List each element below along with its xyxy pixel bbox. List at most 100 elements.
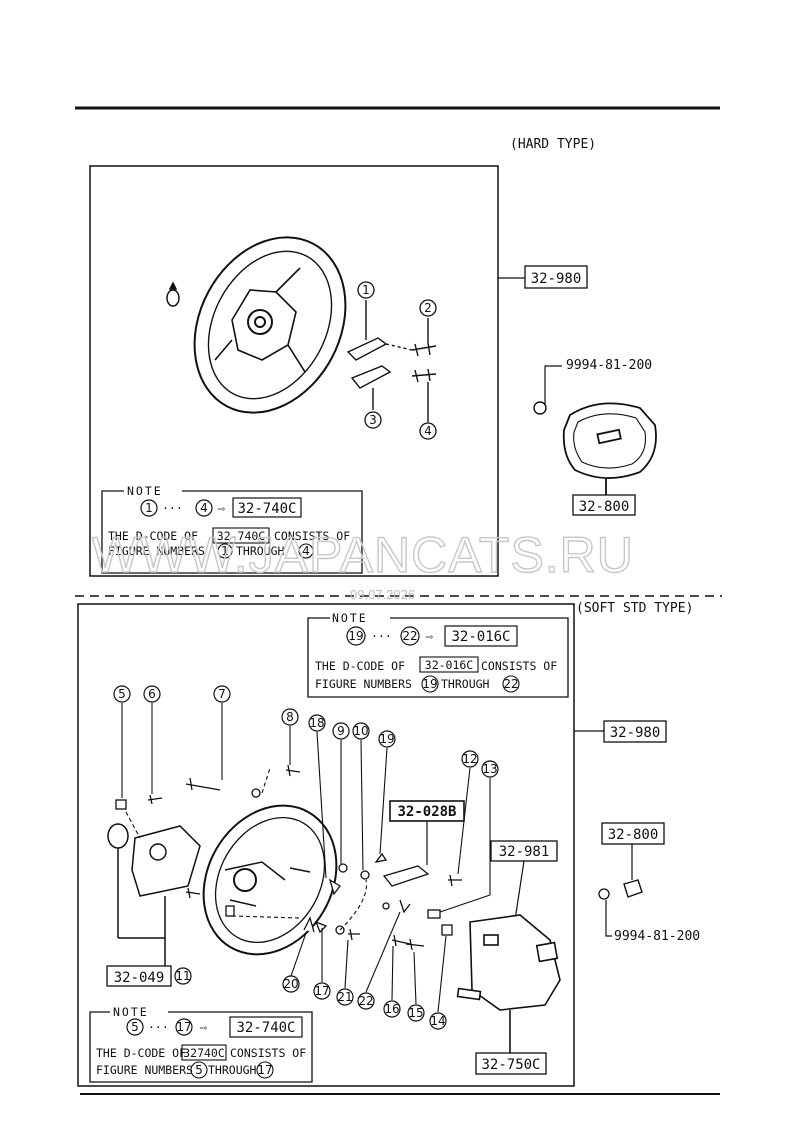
svg-text:15: 15 [408,1006,423,1020]
svg-text:⇨: ⇨ [218,501,225,515]
svg-text:1: 1 [145,501,153,515]
svg-text:⇨: ⇨ [426,629,433,643]
svg-text:20: 20 [283,977,298,991]
note-box-hard: NOTE 1 ··· 4 ⇨ 32-740C THE D-CODE OF 32-… [101,484,363,574]
assembly-code-box-hard [524,265,588,289]
callout-16: 16 [383,1000,401,1018]
svg-text:22: 22 [503,677,518,691]
callout-3: 3 [364,411,382,429]
svg-text:32-028B: 32-028B [397,804,456,820]
ring-part-hard [166,281,180,307]
bracket-soft [382,865,430,887]
watermark-date: 09.07.2026 [350,587,415,602]
svg-text:14: 14 [430,1014,445,1028]
svg-text:FIGURE NUMBERS: FIGURE NUMBERS [315,677,412,691]
callout-1: 1 [357,281,375,299]
callout-15: 15 [407,1004,425,1022]
svg-text:21: 21 [337,990,352,1004]
callout-9: 9 [332,722,350,740]
svg-text:10: 10 [353,724,368,738]
callout-21: 21 [336,988,354,1006]
assembly-code-box-soft [603,720,667,743]
hard-type-header: (HARD TYPE) [510,137,596,152]
svg-text:⇨: ⇨ [200,1020,207,1034]
svg-text:CONSISTS OF: CONSISTS OF [481,659,557,673]
callout-10: 10 [352,722,370,740]
callout-20: 20 [282,975,300,993]
callout-4: 4 [419,422,437,440]
svg-text:12: 12 [462,752,477,766]
svg-text:CONSISTS OF: CONSISTS OF [230,1046,306,1060]
svg-text:22: 22 [402,629,417,643]
svg-text:···: ··· [148,1020,169,1034]
callout-6: 6 [143,685,161,703]
svg-text:1: 1 [221,544,229,558]
svg-text:17: 17 [176,1020,191,1034]
svg-text:19: 19 [422,677,437,691]
svg-text:13: 13 [482,762,497,776]
callout-19: 19 [378,730,396,748]
svg-text:32-800: 32-800 [579,499,630,515]
svg-text:32-049: 32-049 [114,970,165,986]
svg-text:32-016C: 32-016C [425,658,474,672]
svg-text:32-980: 32-980 [531,271,582,287]
steering-wheel-soft [202,804,338,956]
note-title-hard: NOTE [127,484,163,498]
svg-text:THE D-CODE OF: THE D-CODE OF [108,529,198,543]
part-number-soft: 9994-81-200 [614,929,700,944]
svg-text:NOTE: NOTE [113,1005,149,1019]
svg-text:32-740C: 32-740C [217,529,266,543]
nut-soft [598,888,610,900]
svg-text:19: 19 [379,732,394,746]
svg-text:CONSISTS OF: CONSISTS OF [274,529,350,543]
small-parts-soft [115,764,462,951]
svg-text:1: 1 [362,283,370,297]
svg-text:32-800: 32-800 [608,827,659,843]
svg-text:32-750C: 32-750C [481,1057,540,1073]
svg-text:32-980: 32-980 [610,725,661,741]
horn-pad-soft [456,914,561,1053]
svg-text:5: 5 [195,1063,203,1077]
callout-22: 22 [357,992,375,1010]
svg-text:4: 4 [200,501,208,515]
pad-cap-soft [623,879,643,898]
svg-text:4: 4 [424,424,432,438]
nut-hard [533,401,547,415]
svg-text:FIGURE NUMBERS: FIGURE NUMBERS [108,544,205,558]
pad-code-box-hard [572,494,636,516]
hard-type-frame [89,165,499,577]
svg-text:5: 5 [131,1020,139,1034]
svg-text:FIGURE NUMBERS: FIGURE NUMBERS [96,1063,193,1077]
svg-text:3: 3 [369,413,377,427]
svg-text:11: 11 [175,969,190,983]
leader-lines-soft [121,703,491,1013]
svg-text:17: 17 [257,1063,272,1077]
svg-text:18: 18 [309,716,324,730]
steering-wheel-hard [193,236,347,414]
svg-text:19: 19 [348,629,363,643]
callout-13: 13 [481,760,499,778]
watermark-site: WWW.JAPANCATS.RU [92,527,634,583]
svg-text:9: 9 [337,724,345,738]
callout-2: 2 [419,299,437,317]
note-box-soft-bottom: NOTE 5 ··· 17 ⇨ 32-740C THE D-CODE OF 32… [89,1005,313,1083]
svg-text:NOTE: NOTE [332,611,368,625]
svg-text:8: 8 [286,710,294,724]
horn-pad-hard [562,402,657,495]
svg-text:2: 2 [424,301,432,315]
note-code-hard: 32-740C [237,501,296,517]
svg-text:THROUGH: THROUGH [208,1063,257,1077]
note-box-soft-top: NOTE 19 ··· 22 ⇨ 32-016C THE D-CODE OF 3… [307,611,569,698]
soft-type-frame [77,603,575,1087]
svg-text:THROUGH: THROUGH [236,544,285,558]
svg-text:32-740C: 32-740C [236,1020,295,1036]
svg-text:32-981: 32-981 [499,844,550,860]
svg-text:5: 5 [118,687,126,701]
svg-text:4: 4 [302,544,310,558]
callout-12: 12 [461,750,479,768]
pad-code-box-soft [601,822,665,845]
callout-7: 7 [213,685,231,703]
svg-text:THE D-CODE OF: THE D-CODE OF [315,659,405,673]
svg-text:6: 6 [148,687,156,701]
